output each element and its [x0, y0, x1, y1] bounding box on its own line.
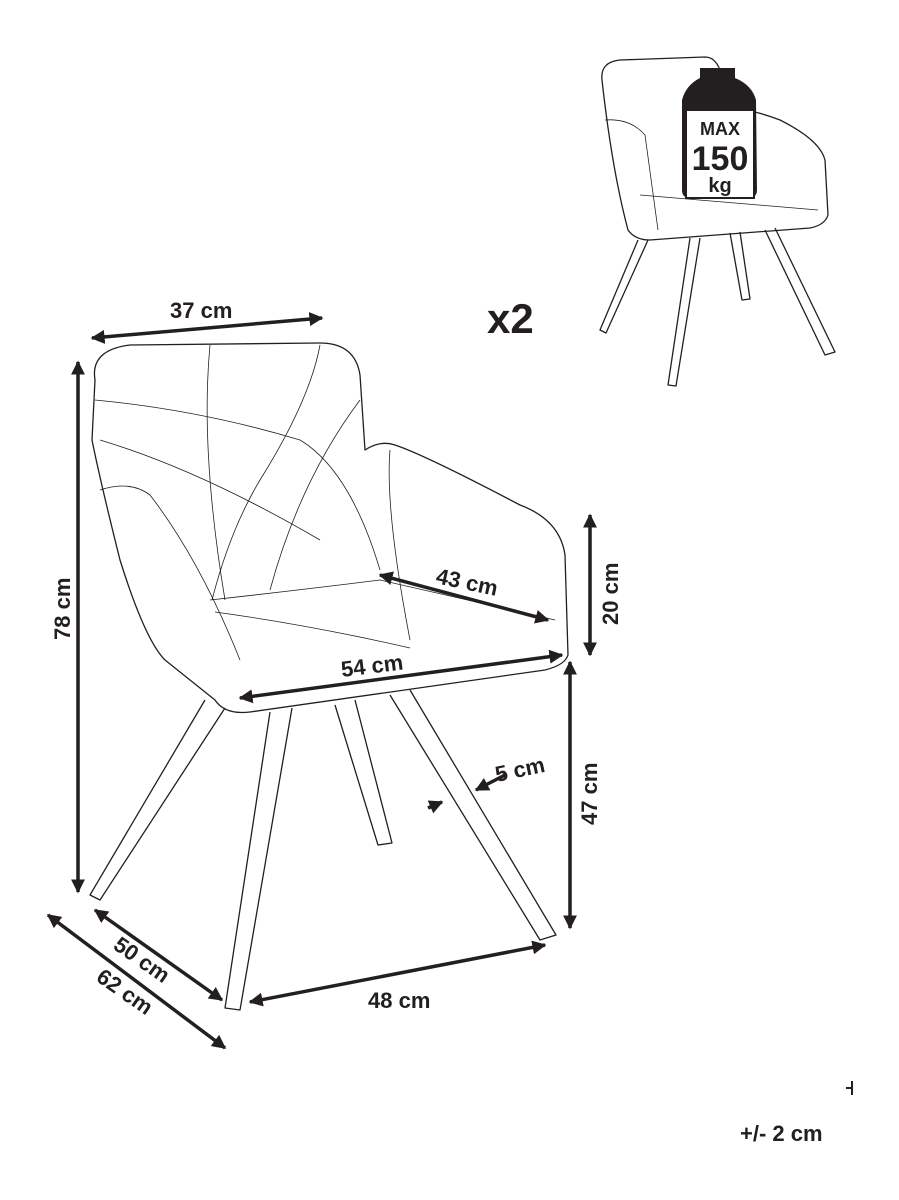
- label-total-height: 78 cm: [50, 578, 75, 640]
- label-back-width: 37 cm: [170, 298, 232, 323]
- chair-drawing: [89, 342, 569, 1011]
- tolerance-icon: [846, 1081, 853, 1095]
- label-leg-width: 5 cm: [493, 752, 547, 787]
- max-load-unit: kg: [708, 175, 731, 197]
- max-label: MAX: [700, 119, 740, 139]
- label-seat-depth: 43 cm: [434, 563, 500, 600]
- quantity-label: x2: [487, 295, 534, 342]
- label-leg-span: 48 cm: [368, 988, 430, 1013]
- label-armrest-height: 20 cm: [598, 563, 623, 625]
- dimension-lines: [46, 312, 597, 1050]
- tolerance-note: +/- 2 cm: [740, 1121, 823, 1146]
- label-seat-height: 47 cm: [577, 763, 602, 825]
- max-load-illustration: [599, 56, 836, 387]
- max-load-value: 150: [692, 140, 749, 178]
